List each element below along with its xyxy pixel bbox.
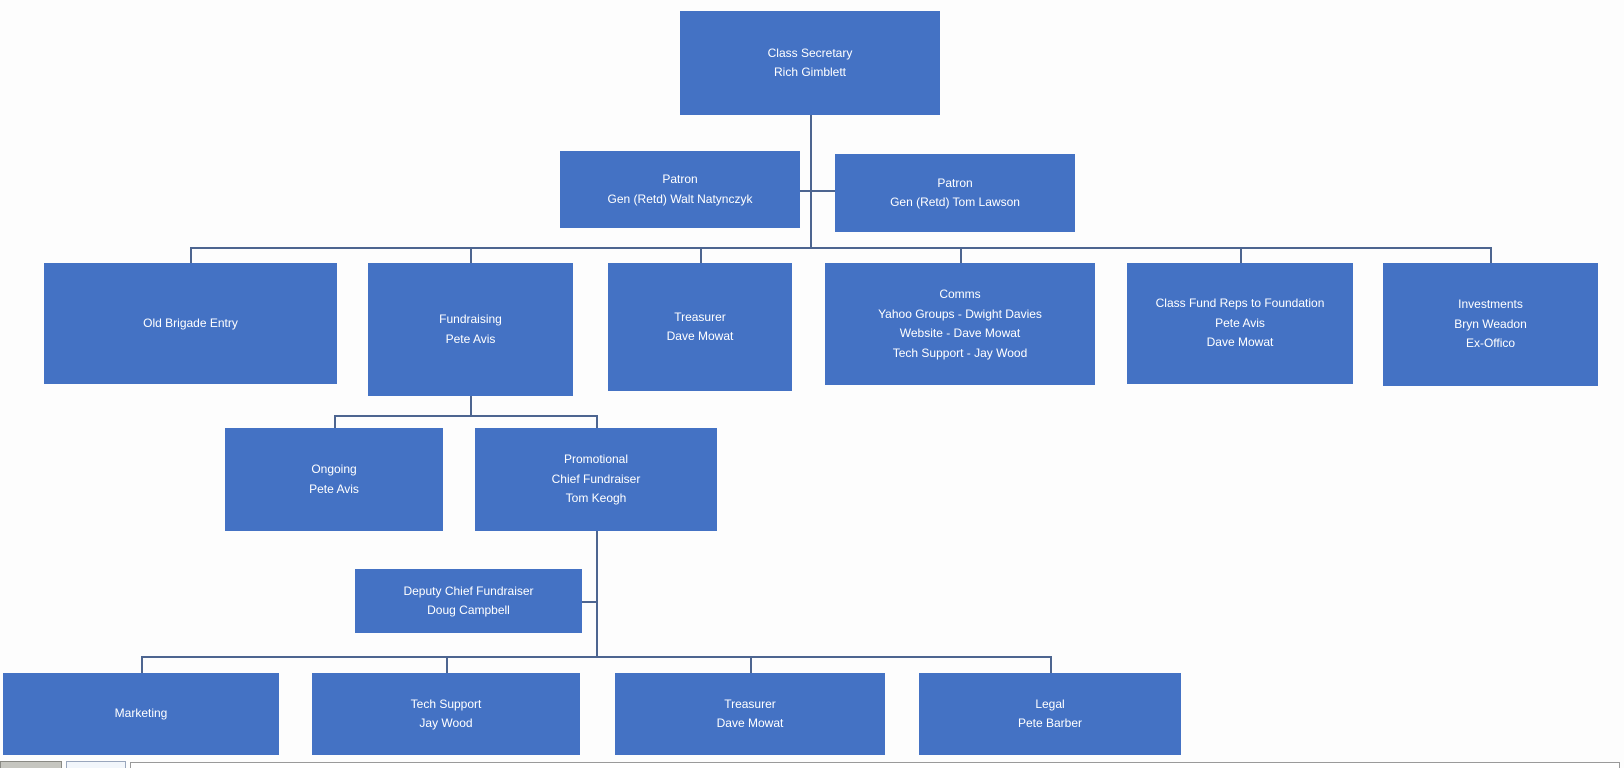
org-node-text: Promotional [563, 452, 629, 467]
org-node-text: Dave Mowat [666, 329, 734, 343]
connector-line [446, 656, 448, 673]
org-node-text: Marketing [114, 706, 168, 721]
org-node-text: Rich Gimblett [773, 65, 847, 79]
org-node-text: Pete Barber [1017, 716, 1083, 730]
org-node-text: Ex-Offico [1465, 336, 1516, 351]
org-node-text: Class Secretary [767, 45, 853, 60]
connector-line [700, 247, 702, 263]
org-node-text: Patron [937, 175, 973, 190]
org-node-text: Tech Support [410, 696, 482, 711]
bottom-sheet-tab[interactable] [66, 761, 126, 768]
org-node-text: Legal [1035, 696, 1065, 711]
connector-line [334, 415, 336, 428]
org-node-old-brigade-entry[interactable]: Old Brigade Entry [44, 263, 337, 384]
org-node-text: Bryn Weadon [1454, 316, 1527, 331]
connector-line [141, 656, 1050, 658]
org-node-text: Patron [662, 172, 698, 186]
connector-line [190, 247, 192, 263]
connector-line [1050, 656, 1052, 673]
org-node-text: Pete Avis [445, 331, 496, 346]
org-node-text: Doug Campbell [427, 603, 510, 617]
connector-line [334, 415, 596, 417]
connector-line [750, 656, 752, 673]
org-node-text: Treasurer [724, 696, 776, 711]
org-node-text: Chief Fundraiser [551, 471, 641, 486]
org-node-text: Gen (Retd) Walt Natynczyk [607, 191, 753, 206]
connector-line [141, 656, 143, 673]
org-node-text: Jay Wood [419, 716, 473, 730]
org-node-text: Investments [1458, 297, 1523, 312]
connector-line [800, 190, 835, 192]
connector-line [1490, 247, 1492, 263]
connector-line [190, 247, 1490, 249]
bottom-left-panel [0, 761, 62, 768]
org-node-text: Tom Keogh [565, 491, 627, 506]
connector-line [960, 247, 962, 263]
connector-line [470, 396, 472, 415]
connector-line [596, 415, 598, 428]
org-node-text: Gen (Retd) Tom Lawson [890, 195, 1020, 209]
org-node-text: Class Fund Reps to Foundation [1155, 296, 1325, 311]
bottom-tab-strip[interactable] [130, 762, 1620, 768]
org-node-text: Fundraising [439, 312, 502, 326]
connector-line [1240, 247, 1242, 263]
org-node-text: Ongoing [311, 462, 357, 476]
org-node-text: Pete Avis [1215, 315, 1265, 330]
org-node-text: Yahoo Groups - Dwight Davies [878, 306, 1042, 321]
connector-line [810, 115, 812, 247]
org-node-text: Dave Mowat [1206, 335, 1274, 350]
org-node-text: Dave Mowat [716, 716, 784, 730]
org-node-marketing[interactable]: Marketing [3, 673, 279, 755]
connector-line [596, 531, 598, 656]
connector-line [470, 247, 472, 263]
org-node-text: Website - Dave Mowat [899, 326, 1021, 340]
org-node-text: Pete Avis [309, 481, 359, 496]
org-node-text: Tech Support - Jay Wood [892, 345, 1028, 360]
org-node-text: Treasurer [674, 309, 726, 324]
org-node-text: Comms [939, 287, 981, 301]
org-node-text: Old Brigade Entry [143, 315, 238, 330]
connector-line [582, 601, 596, 603]
org-node-text: Deputy Chief Fundraiser [403, 583, 534, 598]
